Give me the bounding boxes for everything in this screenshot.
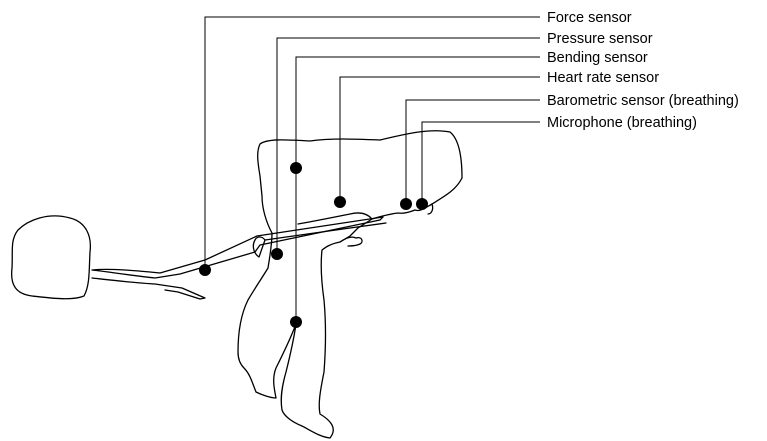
label-pressure-sensor: Pressure sensor [547, 31, 653, 47]
leader-line-pressure [276, 37, 540, 254]
tool-shaft-upper [264, 222, 387, 241]
tool-pole-outline [91, 216, 384, 279]
label-bending-sensor: Bending sensor [547, 50, 648, 66]
bending-sensor-dot-lower [290, 316, 302, 328]
hand-outline [339, 236, 363, 247]
microphone-sensor-dot [416, 198, 428, 210]
bending-sensor-dot-upper [290, 162, 302, 174]
tool-grip-end [252, 236, 266, 258]
leader-line-microphone [421, 121, 540, 204]
label-microphone: Microphone (breathing) [547, 115, 697, 131]
force-sensor-dot [199, 264, 211, 276]
load-object-outline [10, 215, 92, 300]
leader-line-force [204, 16, 540, 270]
barometric-sensor-dot [400, 198, 412, 210]
label-barometric-sensor: Barometric sensor (breathing) [547, 93, 739, 109]
label-heart-rate-sensor: Heart rate sensor [547, 70, 659, 86]
tool-pole-lower-edge [91, 277, 206, 300]
label-force-sensor: Force sensor [547, 10, 632, 26]
heart-rate-sensor-dot [334, 196, 346, 208]
leader-line-heart-rate [339, 76, 540, 202]
arm-outline [297, 212, 373, 225]
leader-line-barometric [405, 99, 540, 204]
face-detail [427, 203, 434, 215]
leader-line-bending [295, 56, 540, 168]
person-outline [237, 130, 463, 439]
pressure-sensor-dot [271, 248, 283, 260]
